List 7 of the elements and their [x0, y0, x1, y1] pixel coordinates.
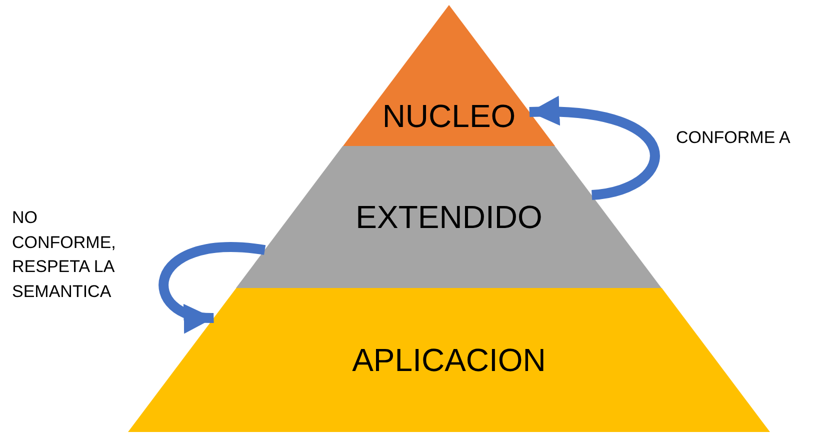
tier-label: NUCLEO: [381, 100, 517, 132]
curved-arrow: [158, 242, 266, 331]
tier-label: APLICACION: [351, 344, 547, 376]
edge-label: NO CONFORME, RESPETA LA SEMANTICA: [12, 207, 117, 303]
edge-label: CONFORME A: [676, 127, 792, 149]
curved-arrow: [529, 97, 660, 200]
tier-label: EXTENDIDO: [354, 201, 544, 233]
